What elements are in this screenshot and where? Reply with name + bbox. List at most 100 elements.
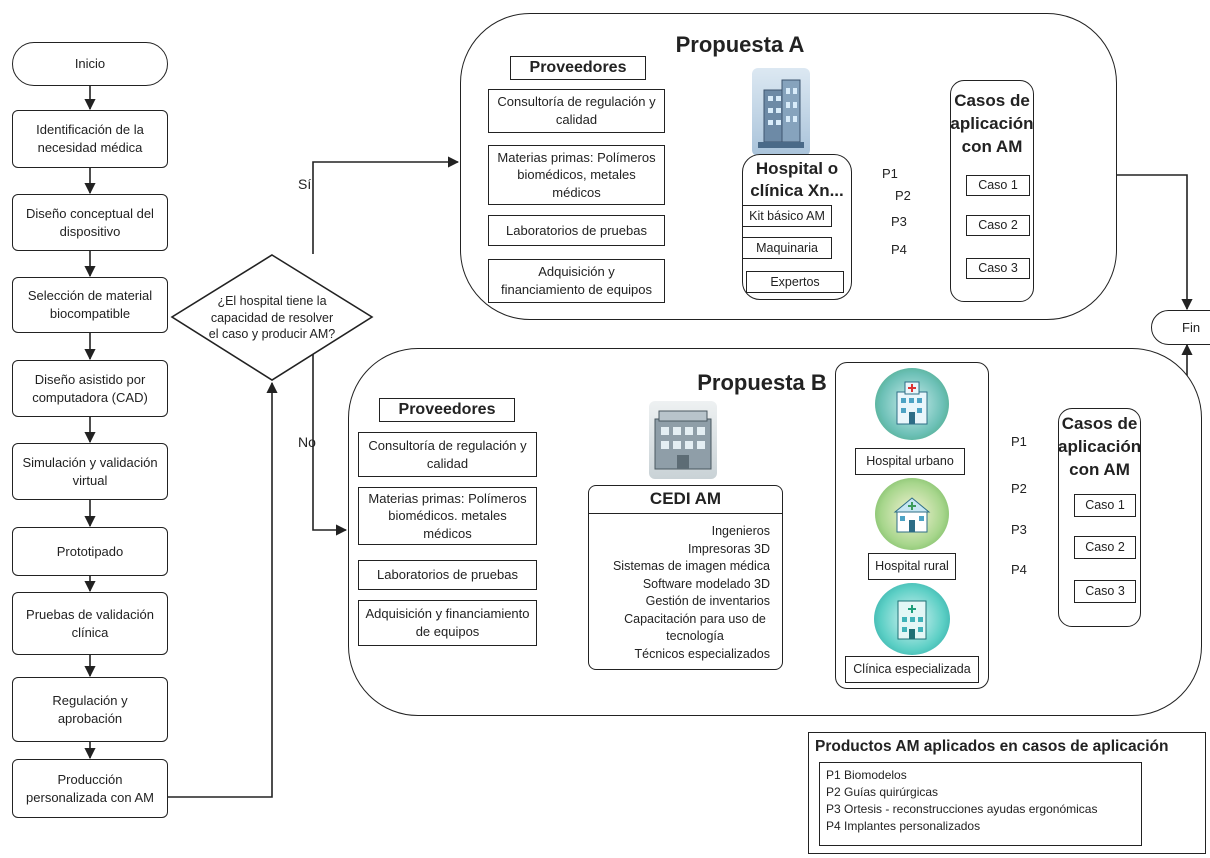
- hospital-b-specialized: Clínica especializada: [845, 656, 979, 683]
- flow-step-label: Identificación de la necesidad médica: [36, 122, 144, 155]
- flow-step-label: Prototipado: [56, 543, 124, 559]
- flow-step-3: Selección de material biocompatible: [12, 277, 168, 333]
- hospital-item-label: Maquinaria: [756, 240, 818, 255]
- flow-step-5: Simulación y validación virtual: [12, 443, 168, 500]
- cedi-item: Técnicos especializados: [634, 646, 771, 661]
- provider-label: Materias primas: Polímeros biomédicos. m…: [368, 490, 527, 541]
- propuesta-b-provider: Materias primas: Polímeros biomédicos. m…: [358, 487, 537, 545]
- specialized-clinic-image: [874, 583, 950, 655]
- legend-item: P1 Biomodelos: [826, 768, 907, 782]
- flow-step-4: Diseño asistido por computadora (CAD): [12, 360, 168, 417]
- propuesta-a-hospital-title: Hospital o clínica Xn...: [750, 159, 844, 201]
- case-item: Caso 1: [1074, 494, 1136, 517]
- legend-item: P4 Implantes personalizados: [826, 819, 981, 833]
- propuesta-a-cases-title: Casos de aplicación con AM: [950, 91, 1034, 156]
- case-item: Caso 2: [1074, 536, 1136, 559]
- product-label-p3: P3: [1009, 522, 1029, 537]
- cedi-item: Software modelado 3D: [642, 576, 770, 591]
- legend-list: P1 Biomodelos P2 Guías quirúrgicas P3 Or…: [819, 762, 1142, 846]
- flow-step-label: Selección de material biocompatible: [27, 288, 153, 321]
- case-label: Caso 1: [978, 178, 1018, 193]
- case-item: Caso 1: [966, 175, 1030, 196]
- hospital-label: Hospital urbano: [866, 454, 954, 469]
- provider-label: Consultoría de regulación y calidad: [368, 437, 527, 471]
- rural-hospital-image: [875, 478, 949, 550]
- product-label-p3: P3: [889, 214, 909, 229]
- decision-label: ¿El hospital tiene la capacidad de resol…: [208, 293, 336, 342]
- arrow-decision-no: [312, 350, 348, 536]
- flow-step-label: Pruebas de validación clínica: [26, 606, 154, 640]
- hospital-building-image: [752, 68, 810, 156]
- cedi-building-icon: [654, 410, 712, 470]
- product-label-p2: P2: [1009, 481, 1029, 496]
- flow-step-1: Identificación de la necesidad médica: [12, 110, 168, 168]
- propuesta-b-cases-title: Casos de aplicación con AM: [1058, 414, 1142, 479]
- flow-start: Inicio: [12, 42, 168, 86]
- provider-label: Materias primas: Polímeros biomédicos, m…: [497, 149, 656, 200]
- cedi-item: Impresoras 3D: [688, 541, 770, 556]
- cedi-title: CEDI AM: [649, 489, 722, 508]
- cedi-box: [588, 485, 783, 670]
- hospital-label: Clínica especializada: [853, 662, 971, 677]
- propuesta-b-providers-header: Proveedores: [379, 398, 515, 422]
- case-label: Caso 1: [1085, 498, 1125, 513]
- cedi-items-list: Ingenieros Impresoras 3D Sistemas de ima…: [592, 523, 770, 663]
- flow-end: Fin: [1151, 310, 1210, 345]
- hospital-b-rural: Hospital rural: [868, 553, 956, 580]
- product-label-p4: P4: [889, 242, 909, 257]
- hospital-label: Hospital rural: [875, 559, 949, 574]
- hospital-a-item: Maquinaria: [742, 237, 832, 259]
- decision-no-label: No: [298, 434, 316, 450]
- propuesta-b-title: Propuesta B: [697, 370, 827, 395]
- legend-title: Productos AM aplicados en casos de aplic…: [815, 738, 1169, 755]
- flow-step-7: Pruebas de validación clínica: [12, 592, 168, 655]
- propuesta-b-provider: Adquisición y financiamiento de equipos: [358, 600, 537, 646]
- hospital-a-item: Kit básico AM: [742, 205, 832, 227]
- legend-item: P2 Guías quirúrgicas: [826, 785, 939, 799]
- flow-step-2: Diseño conceptual del dispositivo: [12, 194, 168, 251]
- urban-hospital-icon: [896, 381, 928, 425]
- specialized-clinic-icon: [897, 600, 927, 640]
- flow-step-6: Prototipado: [12, 527, 168, 576]
- decision-yes-label: Sí: [298, 176, 312, 192]
- flow-step-label: Producción personalizada con AM: [26, 771, 154, 805]
- provider-label: Adquisición y financiamiento de equipos: [500, 264, 653, 297]
- decision-diamond: [170, 254, 374, 381]
- propuesta-a-provider: Adquisición y financiamiento de equipos: [488, 259, 665, 303]
- arrow-decision-yes: [312, 156, 460, 254]
- propuesta-b-provider: Laboratorios de pruebas: [358, 560, 537, 590]
- case-label: Caso 2: [1085, 540, 1125, 555]
- propuesta-a-provider: Consultoría de regulación y calidad: [488, 89, 665, 133]
- provider-label: Adquisición y financiamiento de equipos: [365, 606, 530, 639]
- hospital-b-urban: Hospital urbano: [855, 448, 965, 475]
- flow-start-label: Inicio: [74, 56, 106, 72]
- flow-step-label: Diseño asistido por computadora (CAD): [32, 371, 148, 405]
- product-label-p2: P2: [893, 188, 913, 203]
- propuesta-a-providers-header: Proveedores: [510, 56, 646, 80]
- flow-end-label: Fin: [1182, 319, 1201, 335]
- flow-step-label: Regulación y aprobación: [52, 692, 128, 726]
- cedi-item: Sistemas de imagen médica: [612, 559, 770, 573]
- flow-step-8: Regulación y aprobación: [12, 677, 168, 742]
- hospital-building-icon: [758, 79, 804, 148]
- propuesta-a-title: Propuesta A: [675, 32, 805, 57]
- product-label-p1: P1: [1009, 434, 1029, 449]
- flow-step-9: Producción personalizada con AM: [12, 759, 168, 818]
- arrow-production-to-decision: [168, 381, 278, 798]
- flow-step-label: Diseño conceptual del dispositivo: [26, 205, 154, 239]
- cedi-building-image: [649, 401, 717, 479]
- cedi-item: Capacitación para uso de tecnología: [624, 611, 766, 644]
- propuesta-a-provider: Materias primas: Polímeros biomédicos, m…: [488, 145, 665, 205]
- case-item: Caso 2: [966, 215, 1030, 236]
- case-label: Caso 3: [978, 261, 1018, 276]
- provider-label: Laboratorios de pruebas: [506, 222, 647, 238]
- hospital-item-label: Kit básico AM: [749, 208, 825, 223]
- case-item: Caso 3: [966, 258, 1030, 279]
- propuesta-b-provider: Consultoría de regulación y calidad: [358, 432, 537, 477]
- urban-hospital-image: [875, 368, 949, 440]
- product-label-p1: P1: [880, 166, 900, 181]
- provider-label: Laboratorios de pruebas: [377, 567, 518, 583]
- hospital-item-label: Expertos: [770, 274, 820, 289]
- cedi-item: Ingenieros: [711, 524, 770, 538]
- legend-box: [808, 732, 1206, 854]
